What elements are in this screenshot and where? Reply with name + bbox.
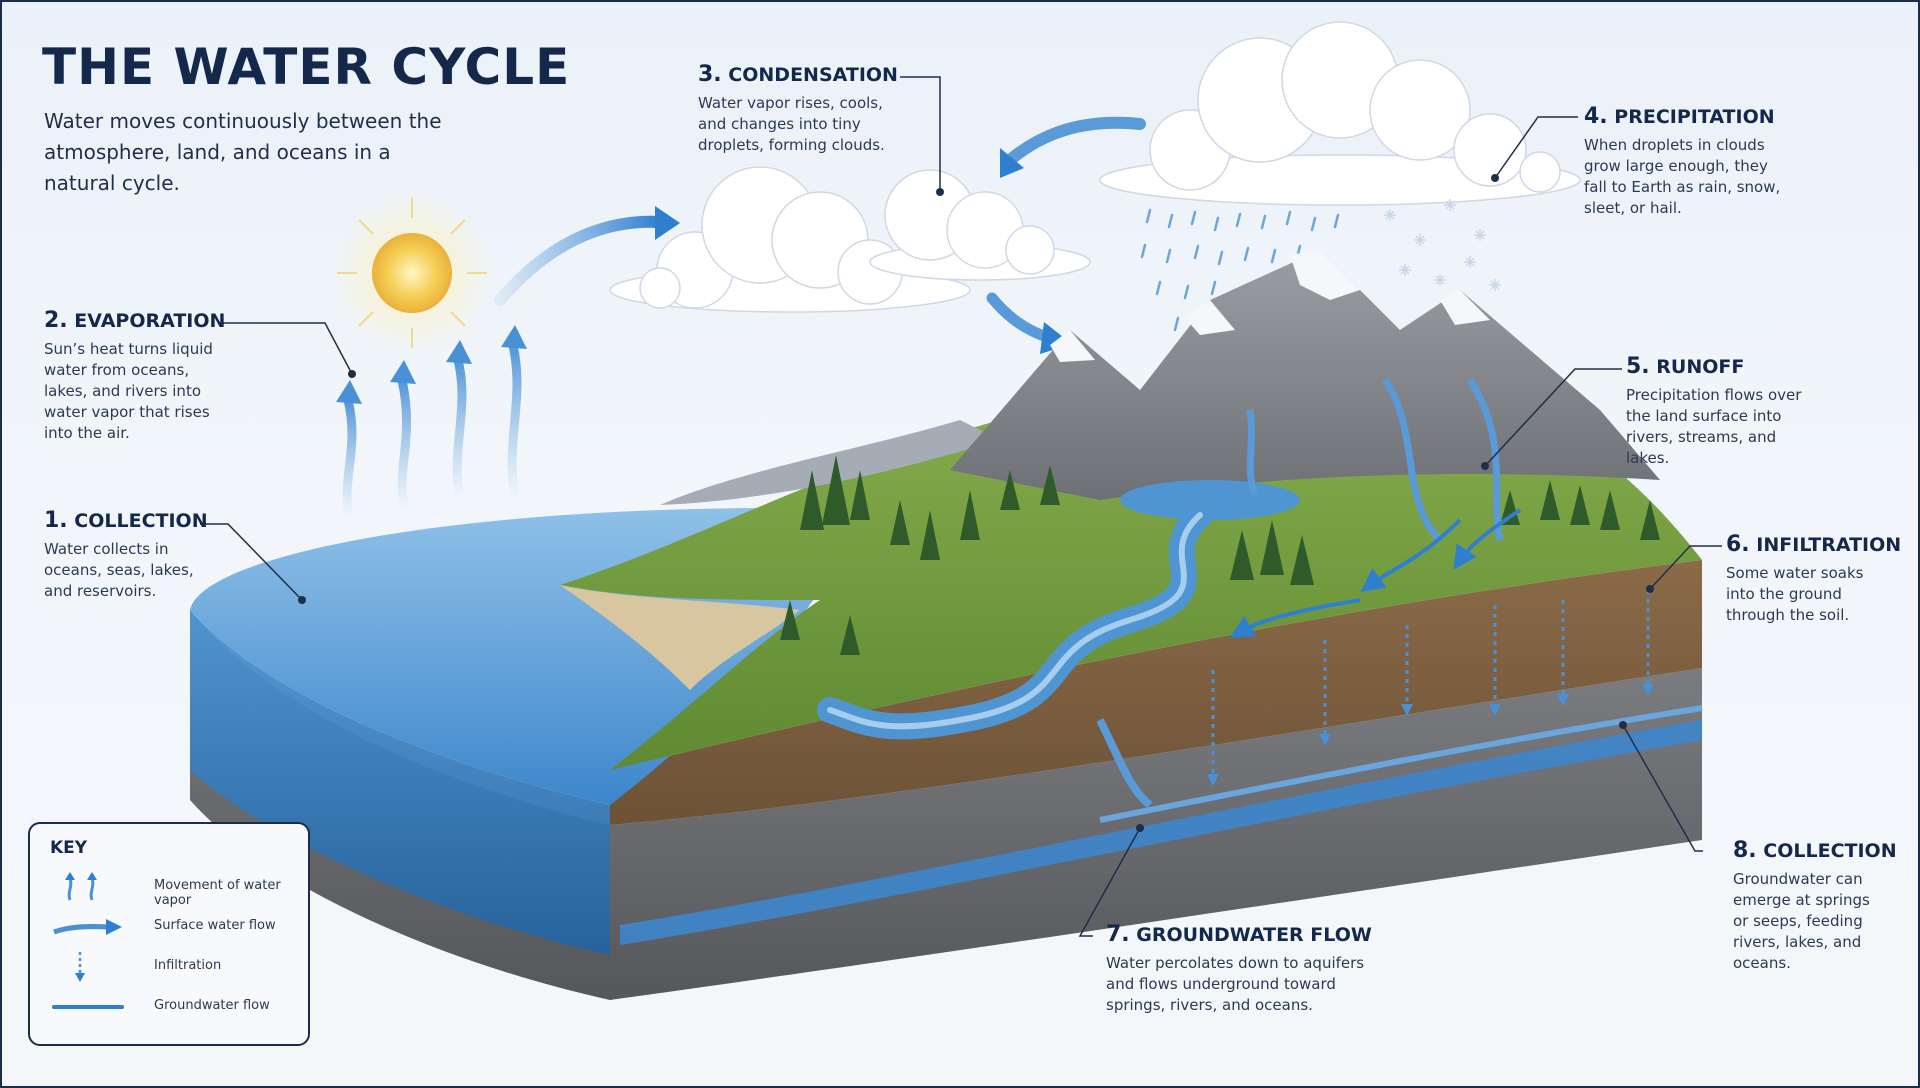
stage-number: 6. <box>1726 532 1750 557</box>
stage-name: INFILTRATION <box>1756 534 1902 556</box>
sky-flow-arrows <box>494 116 1146 354</box>
stage-description: Water percolates down to aquifers and fl… <box>1106 954 1365 1014</box>
stage-2-evaporation: 2. EVAPORATION Sun’s heat turns liquid w… <box>44 308 226 444</box>
stage-5-runoff: 5. RUNOFF Precipitation flows over the l… <box>1626 354 1816 469</box>
stage-name: COLLECTION <box>1763 840 1897 862</box>
runoff-arrows <box>1229 508 1522 639</box>
stage-description: Water vapor rises, cools, and changes in… <box>698 94 885 154</box>
legend-item-groundwater: Groundwater flow <box>50 992 290 1022</box>
trees <box>780 455 1660 655</box>
stage-3-condensation: 3. CONDENSATION Water vapor rises, cools… <box>698 62 898 156</box>
stage-7-groundwater-flow: 7. GROUNDWATER FLOW Water percolates dow… <box>1106 922 1386 1016</box>
sun-icon <box>332 193 492 353</box>
precipitation-cloud <box>1099 21 1581 206</box>
stage-description: Precipitation flows over the land surfac… <box>1626 386 1802 467</box>
stage-number: 7. <box>1106 922 1130 947</box>
legend-label: Surface water flow <box>154 918 276 933</box>
surface-flow-arrow-icon <box>53 919 122 935</box>
leader-lines <box>200 76 1722 937</box>
stage-description: When droplets in clouds grow large enoug… <box>1584 136 1781 217</box>
stage-1-collection: 1. COLLECTION Water collects in oceans, … <box>44 508 208 602</box>
stage-number: 3. <box>698 62 722 87</box>
stage-name: PRECIPITATION <box>1614 106 1775 128</box>
stage-name: COLLECTION <box>74 510 208 532</box>
stage-name: EVAPORATION <box>74 310 226 332</box>
legend-item-vapor: Movement of water vapor <box>50 872 290 908</box>
infiltration-arrows <box>1207 590 1654 786</box>
stage-description: Water collects in oceans, seas, lakes, a… <box>44 540 194 600</box>
stage-description: Some water soaks into the ground through… <box>1726 564 1864 624</box>
stage-name: GROUNDWATER FLOW <box>1136 924 1372 946</box>
terrain-block <box>190 250 1703 1000</box>
vapor-arrows <box>342 340 522 525</box>
stage-description: Sun’s heat turns liquid water from ocean… <box>44 340 213 442</box>
infiltration-arrow-icon <box>75 952 85 982</box>
snowflakes <box>1384 199 1501 291</box>
stage-6-infiltration: 6. INFILTRATION Some water soaks into th… <box>1726 532 1901 626</box>
vapor-arrow-icon <box>65 872 97 901</box>
page-title: THE WATER CYCLE <box>42 38 571 96</box>
groundwater-line-icon <box>52 1005 124 1009</box>
legend-label: Movement of water vapor <box>154 878 281 908</box>
stage-description: Groundwater can emerge at springs or see… <box>1733 870 1870 972</box>
legend-title: KEY <box>50 838 88 858</box>
stage-number: 5. <box>1626 354 1650 379</box>
stage-name: CONDENSATION <box>728 64 898 86</box>
stage-number: 4. <box>1584 104 1608 129</box>
legend-label: Groundwater flow <box>154 998 270 1013</box>
page-subtitle: Water moves continuously between the atm… <box>44 109 442 195</box>
stage-number: 1. <box>44 508 68 533</box>
legend-item-surface-flow: Surface water flow <box>50 912 290 942</box>
leader-dots <box>298 174 1654 832</box>
condensation-clouds <box>609 166 1091 313</box>
stage-number: 2. <box>44 308 68 333</box>
stage-number: 8. <box>1733 838 1757 863</box>
stage-8-collection: 8. COLLECTION Groundwater can emerge at … <box>1733 838 1897 974</box>
legend-item-infiltration: Infiltration <box>50 952 290 982</box>
vapor-arrowheads <box>336 325 527 404</box>
legend-label: Infiltration <box>154 958 222 973</box>
stage-name: RUNOFF <box>1656 356 1745 378</box>
legend-key: KEY Movement of water vapor Surface wate… <box>28 822 310 1046</box>
stage-4-precipitation: 4. PRECIPITATION When droplets in clouds… <box>1584 104 1784 219</box>
